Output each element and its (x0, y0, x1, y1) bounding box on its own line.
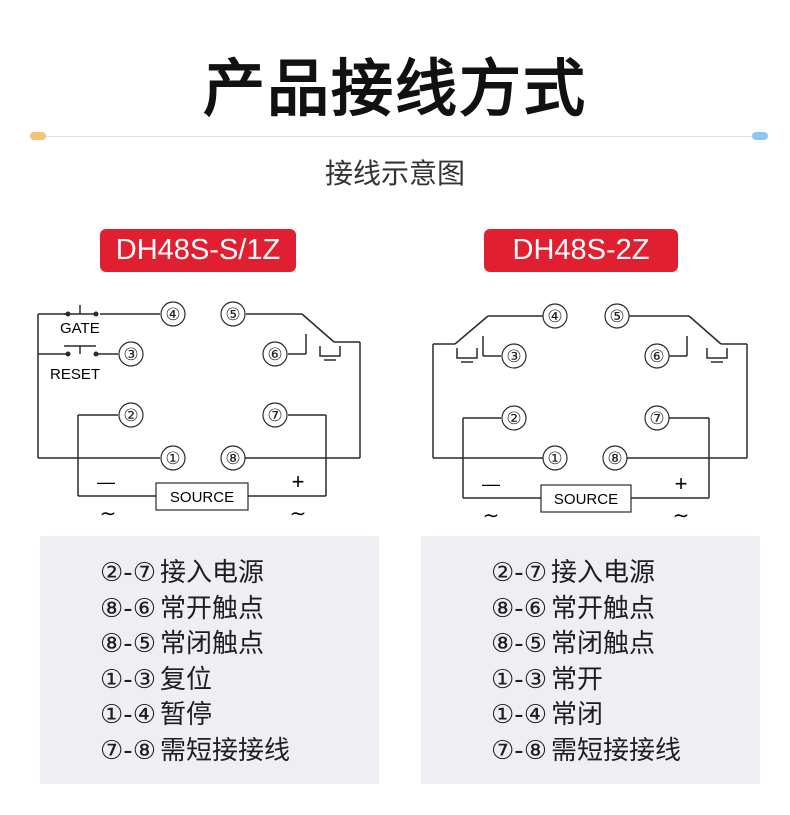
source-box (155, 482, 249, 511)
gate-label: GATE (60, 320, 100, 337)
legend-pins: ①-③ (100, 664, 156, 695)
legend-desc: 需短接接线 (160, 735, 291, 766)
legend-pins: ②-⑦ (491, 558, 547, 588)
source-label: SOURCE (170, 489, 234, 506)
terminal-6: ⑥ (649, 347, 664, 366)
legend-desc: 常开触点 (551, 593, 656, 624)
ac-label-right: ∼ (673, 505, 690, 527)
plus-label: + (292, 469, 305, 494)
minus-label: — (482, 474, 500, 494)
terminal-3: ③ (506, 347, 521, 366)
legend-pins: ⑧-⑤ (491, 629, 547, 660)
terminal-2: ② (123, 406, 138, 425)
legend-desc: 常闭触点 (551, 629, 656, 660)
minus-label: — (97, 472, 115, 492)
legend-desc: 复位 (160, 664, 213, 695)
ac-label-right: ∼ (290, 503, 307, 525)
page-title: 产品接线方式 (202, 52, 587, 125)
terminal-4: ④ (165, 305, 180, 324)
reset-label: RESET (50, 366, 100, 383)
terminal-5: ⑤ (609, 307, 624, 326)
wiring-diagram-left: GATE RESET ④ ⑤ ③ ⑥ ② ⑦ ① ⑧ SOURCE — + ∼ … (37, 301, 361, 525)
legend-desc: 常开触点 (160, 593, 265, 624)
model-badge-right: DH48S-2Z (484, 229, 678, 272)
legend-pins: ②-⑦ (100, 558, 156, 588)
terminal-1: ① (547, 449, 562, 468)
divider-dot-left (30, 132, 46, 140)
legend-desc: 暂停 (160, 700, 213, 731)
plus-label: + (675, 471, 688, 496)
legend-pins: ①-④ (491, 700, 547, 731)
terminal-8: ⑧ (607, 449, 622, 468)
wiring-diagram-right: ④ ⑤ ③ ⑥ ② ⑦ ① ⑧ SOURCE — + ∼ ∼ (432, 303, 748, 527)
terminal-1: ① (165, 449, 180, 468)
legend-desc: 常闭触点 (160, 629, 265, 660)
legend-pins: ⑦-⑧ (491, 735, 547, 766)
legend-pins: ⑧-⑥ (491, 593, 547, 624)
terminal-3: ③ (123, 345, 138, 364)
divider (30, 136, 766, 137)
model-badge-left: DH48S-S/1Z (100, 229, 296, 272)
page-subtitle: 接线示意图 (324, 157, 465, 190)
ac-label-left: ∼ (483, 505, 500, 527)
ac-label-left: ∼ (100, 503, 117, 525)
divider-dot-right (752, 132, 768, 140)
legend-desc: 接入电源 (160, 558, 265, 588)
legend-pins: ①-③ (491, 664, 547, 695)
legend-pins: ①-④ (100, 700, 156, 731)
legend-desc: 常闭 (551, 700, 604, 731)
terminal-2: ② (506, 409, 521, 428)
terminal-7: ⑦ (649, 409, 664, 428)
legend-desc: 需短接接线 (551, 735, 682, 766)
legend-desc: 接入电源 (551, 558, 656, 588)
terminal-6: ⑥ (267, 345, 282, 364)
legend-pins: ⑦-⑧ (100, 735, 156, 766)
legend-desc: 常开 (551, 664, 604, 695)
terminal-5: ⑤ (225, 305, 240, 324)
terminal-4: ④ (547, 307, 562, 326)
source-label: SOURCE (554, 491, 618, 508)
legend-pins: ⑧-⑥ (100, 593, 156, 624)
source-box (540, 484, 632, 513)
terminal-8: ⑧ (225, 449, 240, 468)
terminal-7: ⑦ (267, 406, 282, 425)
legend-pins: ⑧-⑤ (100, 629, 156, 660)
